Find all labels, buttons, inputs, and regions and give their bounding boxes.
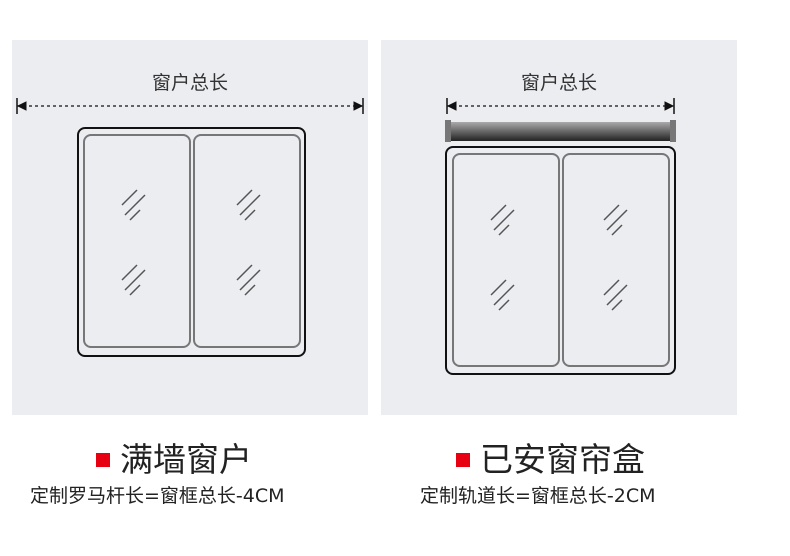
dimension-label: 窗户总长 (151, 72, 228, 94)
curtain-rod (445, 122, 676, 141)
red-square-icon (96, 453, 110, 467)
dimension-label: 窗户总长 (520, 72, 597, 94)
curtain-box-title: 已安窗帘盒 (456, 433, 645, 481)
curtain-box-window-panel: 窗户总长 (381, 40, 737, 415)
red-square-icon (456, 453, 470, 467)
full-wall-window-diagram (16, 98, 364, 357)
full-wall-window-panel: 窗户总长 (12, 40, 368, 415)
full-wall-window-title: 满墙窗户 (96, 433, 252, 481)
curtain-box-subtitle: 定制轨道长=窗框总长-2CM (420, 485, 656, 507)
curtain-box-window-diagram (445, 98, 676, 375)
full-wall-window-subtitle: 定制罗马杆长=窗框总长-4CM (30, 485, 285, 507)
